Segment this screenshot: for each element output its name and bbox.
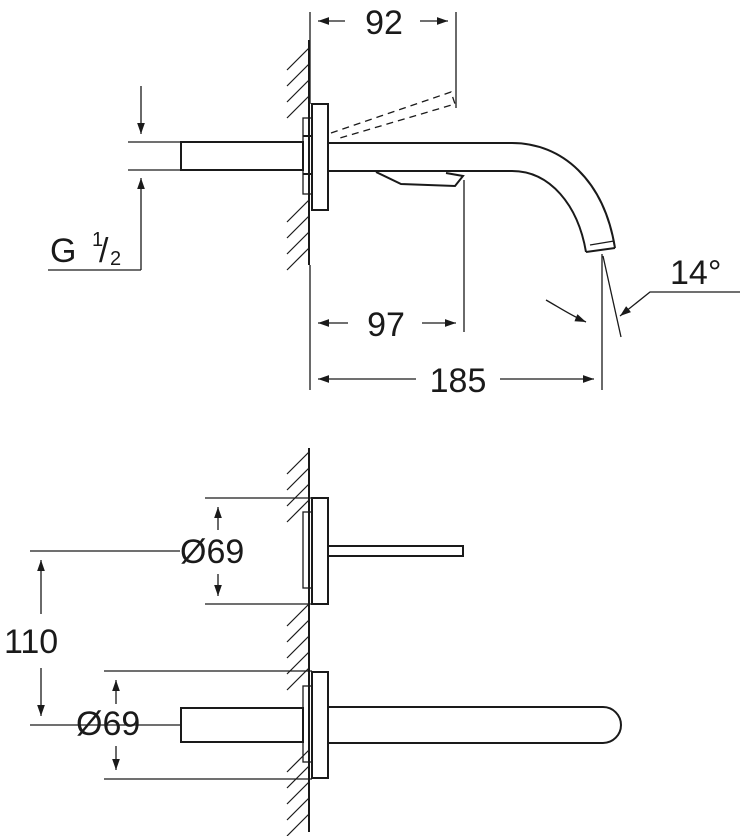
spout-bottom-contour [328,170,587,253]
thread-slash: / [99,232,109,270]
dia-bottom-label: Ø69 [76,705,140,743]
plate-seal [302,117,313,195]
dim-185-label: 185 [430,362,487,400]
outlet-aerator [589,240,615,246]
thread-g-label: G [50,232,76,270]
angle-arc-right [619,291,660,317]
wall-hatch [286,451,310,836]
lever-handle [375,171,465,188]
dim-92-label: 92 [365,4,403,42]
upper-plate-seal [302,511,313,589]
side-view: 92 97 185 14° G 1 / 2 [48,4,740,400]
thread-numerator: 1 [92,229,103,251]
front-view: Ø69 Ø69 110 [4,448,622,836]
lower-rough-in-body [180,707,304,743]
spout-top-contour [328,142,616,249]
angle-arc-left [545,299,587,323]
dia-top-label: Ø69 [180,533,244,571]
spout-front [328,706,622,744]
upper-escutcheon [311,497,329,605]
angle-ray [602,255,622,338]
dim-97-label: 97 [367,306,405,344]
handle-swing-dashed [330,91,456,139]
dim-110-label: 110 [4,623,58,661]
lever-front [327,545,464,557]
rough-in-body [180,141,304,171]
angle-label: 14° [670,254,721,292]
wall-hatch [286,47,310,271]
spout-outlet [585,247,616,253]
thread-denominator: 2 [110,248,121,270]
lower-plate-seal [302,685,313,763]
escutcheon-plate [311,103,329,211]
lower-escutcheon [311,671,329,779]
